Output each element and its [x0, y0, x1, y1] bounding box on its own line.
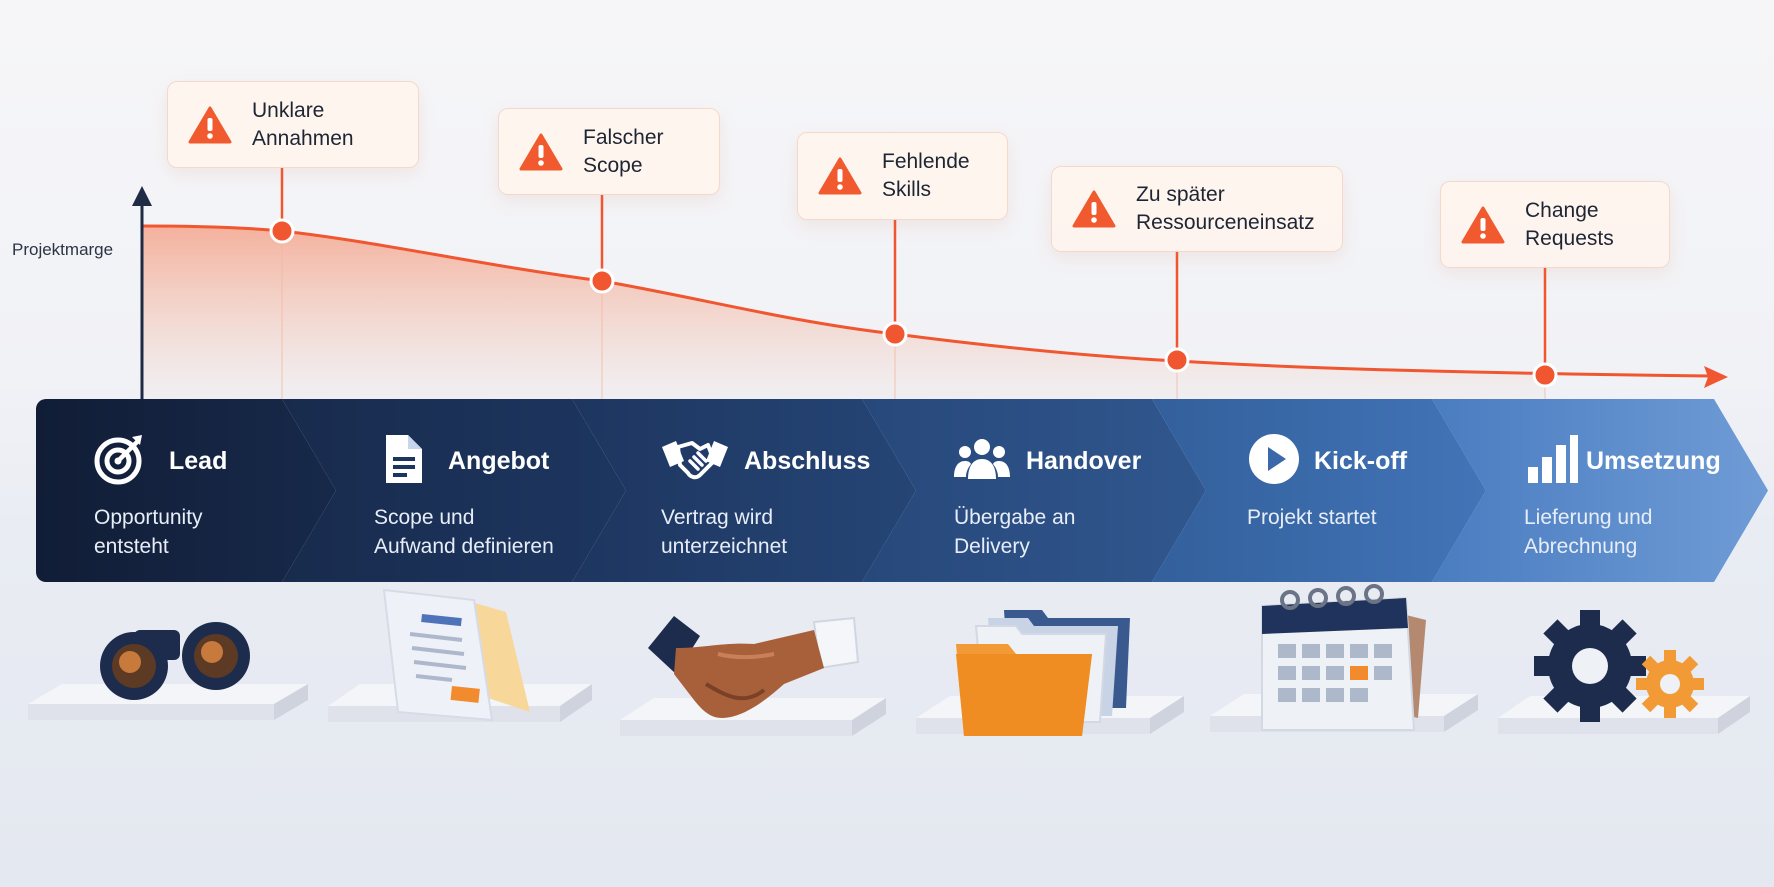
document-icon [378, 431, 434, 487]
stage-description: Übergabe an Delivery [954, 503, 1075, 561]
callout-line: Fehlende [882, 150, 970, 173]
binoculars-icon [100, 622, 250, 700]
stage-desc-line: Opportunity [94, 506, 203, 529]
stage-kick-off: Kick-off Projekt startet [1152, 399, 1486, 582]
warning-icon [519, 133, 563, 170]
callout-line: Change [1525, 198, 1599, 222]
folders-icon [956, 610, 1130, 736]
margin-curve [141, 224, 1711, 378]
stage-title: Kick-off [1314, 447, 1408, 475]
marker-4 [1164, 347, 1190, 373]
document-stand-icon [382, 588, 530, 722]
play-icon [1246, 431, 1302, 487]
handshake-icon [660, 431, 730, 487]
marker-1 [269, 218, 295, 244]
stage-title: Angebot [448, 447, 550, 475]
callout-line: Falscher [583, 125, 664, 149]
calendar-illustration [1210, 584, 1478, 732]
warning-icon [818, 157, 862, 195]
stage-desc-line: Delivery [954, 535, 1030, 558]
stage-title: Lead [169, 447, 228, 475]
warning-icon [188, 106, 232, 143]
target-icon [92, 431, 148, 487]
stage-title: Abschluss [744, 447, 871, 475]
y-axis-label: Projektmarge [12, 240, 114, 259]
handshake-illustration-icon [648, 616, 860, 718]
callout-line: Ressourceneinsatz [1136, 211, 1315, 234]
stage-desc-line: unterzeichnet [661, 535, 788, 558]
calendar-icon [1261, 584, 1426, 731]
bar-chart-icon [1524, 431, 1580, 487]
stage-desc-line: Projekt startet [1247, 506, 1377, 529]
warning-icon [1072, 190, 1116, 228]
callout-line: Annahmen [252, 126, 354, 150]
gears-icon [1534, 610, 1704, 722]
callout-line: Unklare [252, 98, 325, 122]
marker-3 [882, 321, 908, 347]
callout-line: Zu später [1136, 183, 1225, 206]
folders-illustration [916, 610, 1184, 736]
marker-5 [1532, 362, 1558, 388]
stage-description: Projekt startet [1247, 503, 1377, 532]
stage-lead: Lead Opportunity entsteht [36, 399, 336, 582]
margin-area [142, 226, 1545, 400]
stage-desc-line: Vertrag wird [661, 506, 774, 529]
curve-arrowhead [1704, 366, 1728, 388]
team-icon [952, 431, 1012, 487]
gears-illustration [1498, 610, 1750, 734]
callout-line: Skills [882, 178, 932, 201]
warning-icon [1461, 206, 1505, 243]
document-stand-illustration [328, 588, 592, 722]
stage-description: Vertrag wird unterzeichnet [661, 503, 787, 561]
stage-description: Opportunity entsteht [94, 503, 203, 561]
stage-desc-line: Aufwand definieren [374, 535, 554, 558]
stage-desc-line: Lieferung und [1524, 506, 1653, 529]
stage-title: Handover [1026, 447, 1142, 475]
marker-2 [589, 268, 615, 294]
stage-desc-line: Abrechnung [1524, 535, 1638, 558]
stage-desc-line: Übergabe an [954, 506, 1076, 529]
callout-line: Scope [583, 153, 643, 177]
callout-line: Requests [1525, 226, 1614, 250]
stage-title: Umsetzung [1586, 447, 1721, 475]
stage-handover: Handover Übergabe an Delivery [862, 399, 1206, 582]
stage-desc-line: Scope und [374, 506, 475, 529]
y-axis-arrowhead [132, 186, 152, 206]
handshake-illustration [620, 616, 886, 736]
stage-abschluss: Abschluss Vertrag wird unterzeichnet [572, 399, 916, 582]
stage-desc-line: entsteht [94, 535, 169, 558]
binoculars-illustration [28, 622, 308, 720]
